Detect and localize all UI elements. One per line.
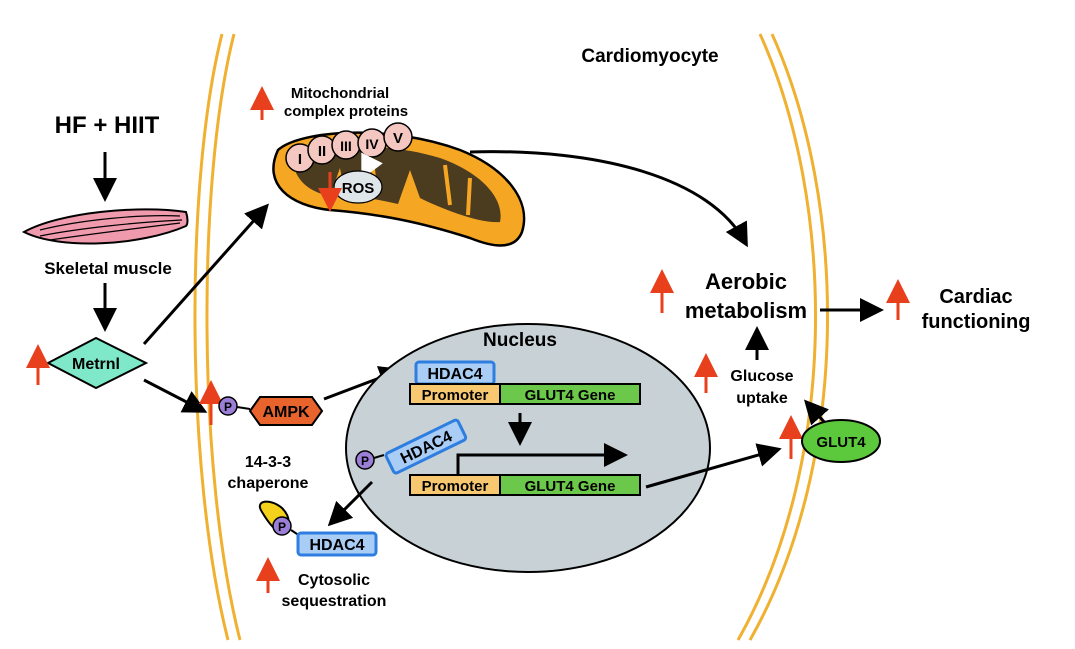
nucleus-label: Nucleus [483,330,557,351]
cell-label: Cardiomyocyte [581,46,718,67]
complex-v: V [383,122,413,152]
promoter-bottom: Promoter [409,474,501,496]
svg-text:P: P [361,454,369,468]
ampk-node: AMPK [248,396,324,426]
skeletal-muscle-icon [21,208,189,245]
metrnl-node: Metrnl [45,336,149,390]
svg-text:Promoter: Promoter [422,478,489,495]
svg-text:GLUT4 Gene: GLUT4 Gene [525,478,616,495]
glut4-transporter: GLUT4 [801,419,881,463]
ros-node: ROS [333,152,383,204]
cardiac-label-line2: functioning [922,311,1031,333]
chaperone-label-line1: 14-3-3 [245,454,291,471]
svg-text:P: P [278,520,286,534]
glucose-label-line2: uptake [736,390,788,407]
mito-complexes: I II III IV V [285,122,413,173]
svg-text:Promoter: Promoter [422,387,489,404]
complex-iv: IV [357,128,387,158]
cardiac-label-line1: Cardiac [939,286,1012,308]
transcription-start-arrow [456,443,628,474]
svg-text:II: II [318,143,326,160]
glut4-gene-bottom: GLUT4 Gene [499,474,641,496]
arrow-glut4-to-glucose [803,399,829,426]
arrow-metrnl-to-ampk [143,378,208,413]
right-membrane [736,33,829,641]
glucose-label-line1: Glucose [730,368,793,385]
glut4-gene-top: GLUT4 Gene [499,383,641,405]
hdac4-cytosolic: HDAC4 [296,531,378,557]
complex-ii: II [307,135,337,165]
cytosolic-label-line2: sequestration [282,593,387,610]
skeletal-muscle-label: Skeletal muscle [44,259,172,278]
cytosolic-label-line1: Cytosolic [298,572,370,589]
hf-hiit-label: HF + HIIT [55,112,160,139]
hdac4-bound: HDAC4 [414,360,496,386]
mito-label-line2: complex proteins [284,103,408,120]
svg-text:III: III [340,138,352,154]
promoter-top: Promoter [409,383,501,405]
cytosolic-phospho-icon: P [272,516,301,537]
aerobic-label-line1: Aerobic [705,269,787,294]
svg-text:I: I [298,151,302,168]
ampk-label: AMPK [262,404,310,421]
svg-text:IV: IV [365,136,379,152]
arrow-hdac4-to-cytosol [327,480,374,527]
arrow-gene-to-glut4 [645,443,782,489]
mito-label-line1: Mitochondrial [291,85,389,102]
complex-iii: III [331,130,361,160]
ampk-phospho-icon: P [218,396,251,416]
aerobic-label-line2: metabolism [685,298,807,323]
left-membrane [193,33,242,641]
svg-text:HDAC4: HDAC4 [309,537,364,554]
glut4-label: GLUT4 [816,434,866,451]
ros-label: ROS [342,180,375,197]
svg-text:V: V [393,130,403,147]
svg-text:HDAC4: HDAC4 [427,366,482,383]
chaperone-label-line2: chaperone [228,475,309,492]
arrow-metrnl-to-mito [142,203,269,345]
arrow-mito-to-aerobic [469,150,748,248]
svg-text:P: P [224,400,232,414]
metrnl-label: Metrnl [72,356,120,373]
svg-text:GLUT4 Gene: GLUT4 Gene [525,387,616,404]
